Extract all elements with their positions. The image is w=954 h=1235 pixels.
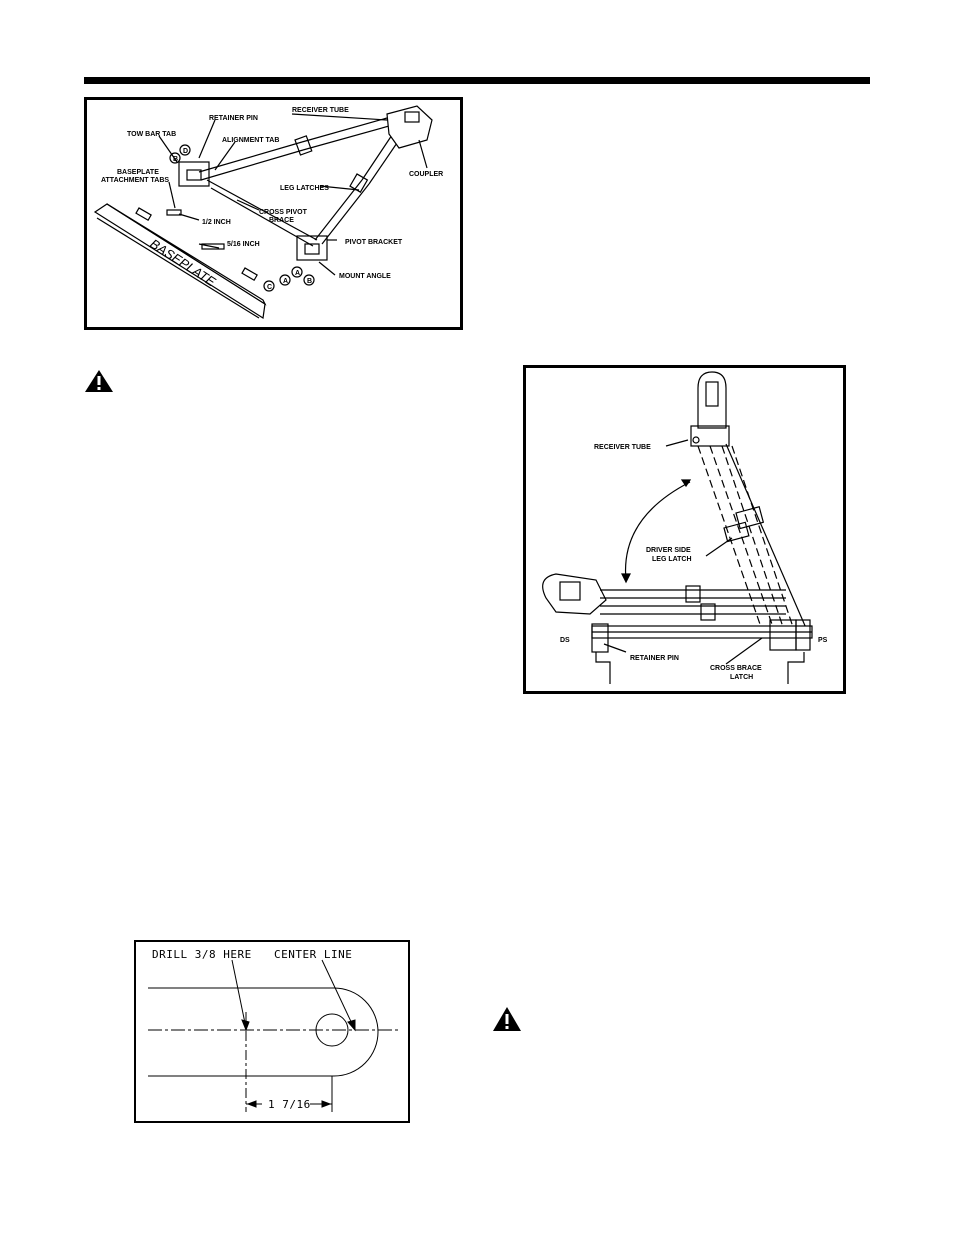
- label-five-sixteenth-inch: 5/16 INCH: [227, 241, 260, 248]
- label-cross-brace: CROSS BRACE: [710, 665, 762, 672]
- label-coupler: COUPLER: [409, 171, 443, 178]
- label-receiver-tube: RECEIVER TUBE: [292, 107, 349, 114]
- label-latch: LATCH: [730, 674, 753, 681]
- label-brace: BRACE: [269, 217, 294, 224]
- label-leg-latches: LEG LATCHES: [280, 185, 329, 192]
- marker-a-1: A: [283, 278, 288, 285]
- marker-b-bottom: B: [307, 278, 312, 285]
- folded-tow-bar-figure: RECEIVER TUBE DRIVER SIDE LEG LATCH DS P…: [523, 365, 846, 694]
- label-driver-side: DRIVER SIDE: [646, 547, 691, 554]
- label-drill-here: DRILL 3/8 HERE: [152, 948, 252, 961]
- label-mount-angle: MOUNT ANGLE: [339, 273, 391, 280]
- label-dimension: 1 7/16: [268, 1098, 311, 1111]
- warning-icon: [492, 1006, 522, 1032]
- label-half-inch: 1/2 INCH: [202, 219, 231, 226]
- label-ds: DS: [560, 637, 570, 644]
- header-rule: [84, 77, 870, 84]
- label-retainer-pin-2: RETAINER PIN: [630, 655, 679, 662]
- tow-bar-assembly-drawing: RETAINER PIN RECEIVER TUBE TOW BAR TAB A…: [87, 100, 460, 327]
- label-tow-bar-tab: TOW BAR TAB: [127, 131, 176, 138]
- drill-template-figure: DRILL 3/8 HERE CENTER LINE 1 7/16: [134, 940, 410, 1123]
- label-leg-latch: LEG LATCH: [652, 556, 692, 563]
- warning-icon: [84, 369, 114, 393]
- marker-d: D: [183, 148, 188, 155]
- marker-c: C: [267, 284, 272, 291]
- marker-a-2: A: [295, 270, 300, 277]
- label-attachment-tabs: ATTACHMENT TABS: [101, 177, 169, 184]
- label-baseplate-1: BASEPLATE: [117, 169, 159, 176]
- tow-bar-assembly-figure: RETAINER PIN RECEIVER TUBE TOW BAR TAB A…: [84, 97, 463, 330]
- drill-template-drawing: DRILL 3/8 HERE CENTER LINE 1 7/16: [136, 942, 408, 1121]
- marker-b-top: B: [173, 156, 178, 163]
- label-retainer-pin: RETAINER PIN: [209, 115, 258, 122]
- label-ps: PS: [818, 637, 828, 644]
- label-cross-pivot: CROSS PIVOT: [259, 209, 308, 216]
- label-receiver-tube-2: RECEIVER TUBE: [594, 444, 651, 451]
- label-center-line: CENTER LINE: [274, 948, 352, 961]
- folded-tow-bar-drawing: RECEIVER TUBE DRIVER SIDE LEG LATCH DS P…: [526, 368, 843, 691]
- label-alignment-tab: ALIGNMENT TAB: [222, 137, 279, 144]
- label-pivot-bracket: PIVOT BRACKET: [345, 239, 403, 246]
